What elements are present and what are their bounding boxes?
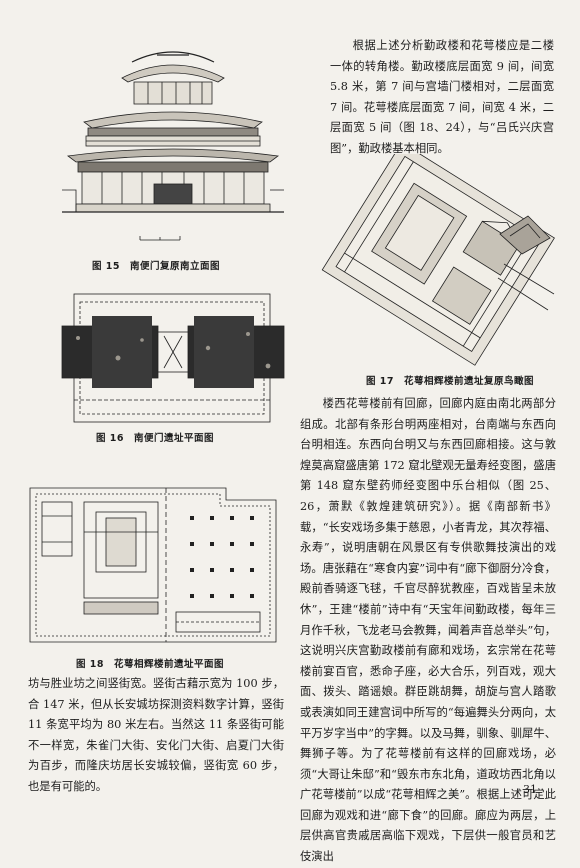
figure-16-site-plan: [58, 288, 288, 428]
paragraph: 根据上述分析勤政楼和花萼楼应是二楼一体的转角楼。勤政楼底层面宽 9 间，间宽 5…: [330, 39, 554, 155]
figure-15-elevation: [62, 20, 284, 252]
paragraph: 楼西花萼楼前有回廊，回廊内庭由南北两部分组成。北部有条形台明两座相对，台南端与东…: [300, 397, 556, 864]
paragraph: 坊与胜业坊之间竖街宽。竖街古藉示宽为 100 步，合 147 米，但从长安城坊探…: [28, 677, 284, 793]
figure-15-caption: 图 15 南便门复原南立面图: [92, 261, 221, 272]
right-column-top-text: 根据上述分析勤政楼和花萼楼应是二楼一体的转角楼。勤政楼底层面宽 9 间，间宽 5…: [330, 36, 554, 160]
figure-17-caption: 图 17 花萼相辉楼前遗址复原鸟瞰图: [366, 376, 535, 387]
page-number: · 31 ·: [516, 783, 544, 796]
figure-18-site-plan: [26, 472, 286, 650]
figure-18-caption: 图 18 花萼相辉楼前遗址平面图: [76, 659, 225, 670]
left-column-bottom-text: 坊与胜业坊之间竖街宽。竖街古藉示宽为 100 步，合 147 米，但从长安城坊探…: [28, 674, 284, 798]
right-column-bottom-text: 楼西花萼楼前有回廊，回廊内庭由南北两部分组成。北部有条形台明两座相对，台南端与东…: [300, 394, 556, 868]
figure-16-caption: 图 16 南便门遗址平面图: [96, 433, 215, 444]
figure-17-birdseye-view: [314, 154, 562, 369]
